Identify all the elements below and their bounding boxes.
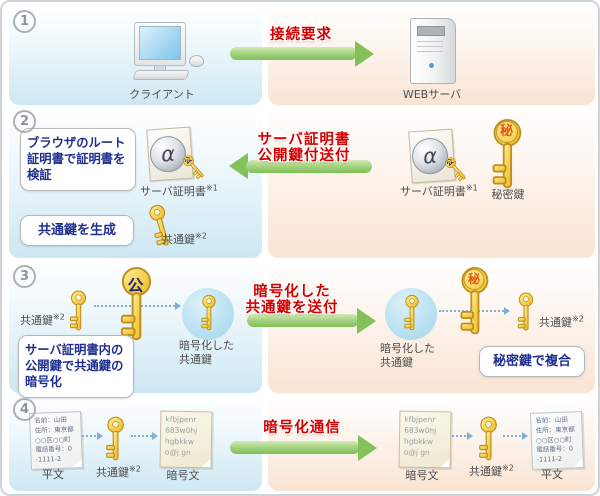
plaintext-label: 平文 — [541, 468, 563, 481]
ciphertext-document: kfbjpenr 683w0hj hgbkkw o@j gn — [398, 410, 452, 469]
common-key-label: 共通鍵※2 — [96, 464, 141, 479]
encrypted-key-label: 暗号化した 共通鍵 — [380, 342, 435, 369]
step-4-number: 4 — [13, 398, 36, 421]
keyboard-base — [132, 70, 190, 80]
ciphertext-label: 暗号文 — [166, 469, 200, 482]
common-key-label: 共通鍵※2 — [539, 314, 584, 329]
mouse-icon — [189, 55, 204, 67]
send-certificate-arrow-shaft — [246, 160, 372, 173]
encrypted-key-label: 暗号化した 共通鍵 — [179, 339, 234, 366]
send-encrypted-key-label: 暗号化した 共通鍵を送付 — [245, 284, 339, 316]
encrypted-communication-arrow-head — [358, 435, 377, 461]
private-key-icon: 秘 — [454, 267, 494, 337]
dotted-flow-arrow — [78, 432, 103, 440]
common-key-icon — [475, 416, 501, 462]
server-certificate-label: サーバ証明書※1 — [400, 183, 478, 198]
monitor-screen — [139, 26, 181, 60]
alpha-sphere-icon: α — [410, 136, 450, 176]
server-certificate-icon: α 公 — [408, 128, 456, 184]
common-key-label: 共通鍵※2 — [20, 312, 65, 327]
client-computer-icon — [126, 22, 204, 84]
common-key-label: 共通鍵※2 — [469, 463, 514, 478]
encrypted-common-key-icon — [401, 294, 422, 332]
public-key-icon: 公 — [114, 267, 157, 343]
plaintext-label: 平文 — [42, 468, 64, 481]
send-encrypted-key-arrow-head — [357, 308, 376, 334]
ciphertext-label: 暗号文 — [405, 469, 439, 482]
encrypt-with-public-key-box: サーバ証明書内の公開鍵で共通鍵の暗号化 — [18, 335, 134, 398]
client-label: クライアント — [129, 88, 195, 101]
dotted-flow-arrow — [131, 432, 158, 440]
private-key-icon: 秘 — [486, 119, 527, 191]
step-1-number: 1 — [13, 10, 36, 33]
common-key-icon — [66, 290, 90, 332]
alpha-sphere-icon: α — [148, 134, 188, 174]
private-key-label: 秘密鍵 — [491, 188, 525, 201]
plaintext-document: 名前：山田 住所：東京都 ○○区○○町 電話番号：0 -1111-2 — [530, 411, 584, 470]
common-key-icon — [514, 292, 537, 332]
connection-request-label: 接続要求 — [270, 27, 332, 43]
dotted-flow-arrow — [448, 432, 473, 440]
send-certificate-arrow-head — [229, 153, 248, 179]
step-3-number: 3 — [13, 265, 36, 288]
server-certificate-icon: α 公 — [146, 126, 194, 182]
send-certificate-label: サーバ証明書 公開鍵付送付 — [257, 132, 351, 164]
encrypted-communication-arrow-shaft — [230, 441, 360, 454]
web-server-icon — [410, 18, 456, 84]
encrypted-communication-label: 暗号化通信 — [263, 420, 341, 436]
server-led — [429, 63, 434, 68]
encrypted-common-key-icon — [198, 294, 219, 332]
ciphertext-document: kfbjpenr 683w0hj hgbkkw o@j gn — [159, 410, 213, 469]
dotted-flow-arrow — [503, 432, 528, 440]
send-encrypted-key-arrow-shaft — [247, 314, 359, 327]
decrypt-with-private-key-box: 秘密鍵で複合 — [479, 346, 585, 378]
plaintext-document: 名前：山田 住所：東京都 ○○区○○町 電話番号：0 -1111-2 — [29, 411, 83, 470]
server-vent — [417, 26, 445, 36]
step-2-number: 2 — [13, 110, 36, 133]
connection-arrow-head — [355, 41, 374, 67]
generate-common-key-box: 共通鍵を生成 — [20, 215, 134, 247]
verify-certificate-box: ブラウザのルート証明書で証明書を検証 — [20, 128, 136, 191]
monitor-icon — [134, 22, 186, 66]
connection-arrow-shaft — [230, 47, 357, 60]
common-key-label: 共通鍵※2 — [162, 231, 207, 246]
server-label: WEBサーバ — [402, 88, 462, 101]
common-key-icon — [102, 416, 128, 462]
server-certificate-label: サーバ証明書※1 — [140, 183, 218, 198]
